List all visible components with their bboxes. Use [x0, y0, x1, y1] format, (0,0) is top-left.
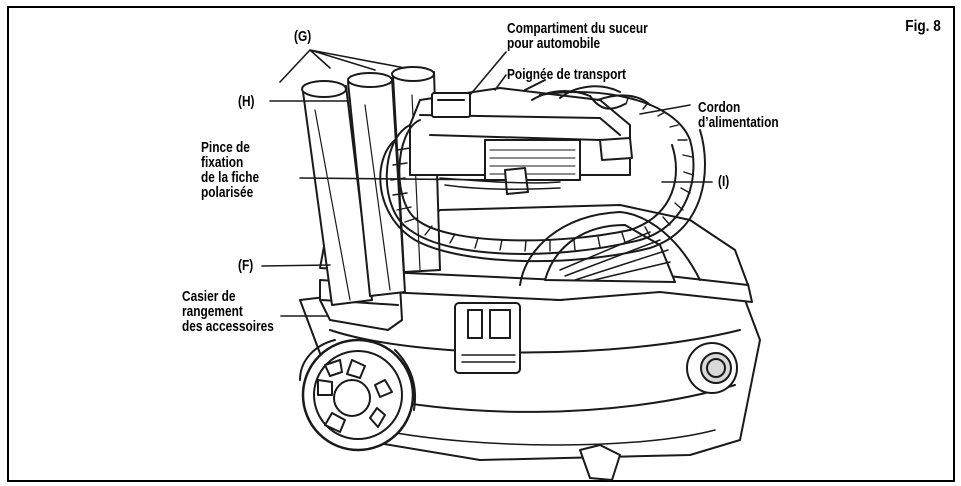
- wheel: [299, 338, 416, 452]
- leader-clip: [299, 177, 507, 181]
- leader-compartment: [469, 51, 507, 96]
- leader-f: [261, 264, 331, 267]
- leader-cord: [639, 104, 691, 115]
- figure-number: Fig. 8: [905, 18, 941, 35]
- callout-accessory-storage: Casier de rangement des accessoires: [182, 289, 274, 335]
- callout-h: (H): [238, 94, 255, 110]
- callout-f: (F): [238, 258, 254, 274]
- callout-polarized-plug-clip: Pince de fixation de la fiche polarisée: [201, 140, 260, 201]
- plug-clip: [504, 167, 529, 195]
- car-nozzle-compartment: [431, 92, 471, 118]
- callout-carry-handle: Poignée de transport: [507, 67, 626, 83]
- callout-i: (I): [718, 174, 730, 190]
- callout-car-nozzle-compartment: Compartiment du suceur pour automobile: [507, 21, 648, 52]
- leader-g: [279, 49, 406, 83]
- leader-handle: [494, 74, 507, 91]
- callout-g: (G): [294, 29, 312, 45]
- callout-power-cord: Cordon d’alimentation: [698, 100, 779, 131]
- caster: [579, 444, 621, 481]
